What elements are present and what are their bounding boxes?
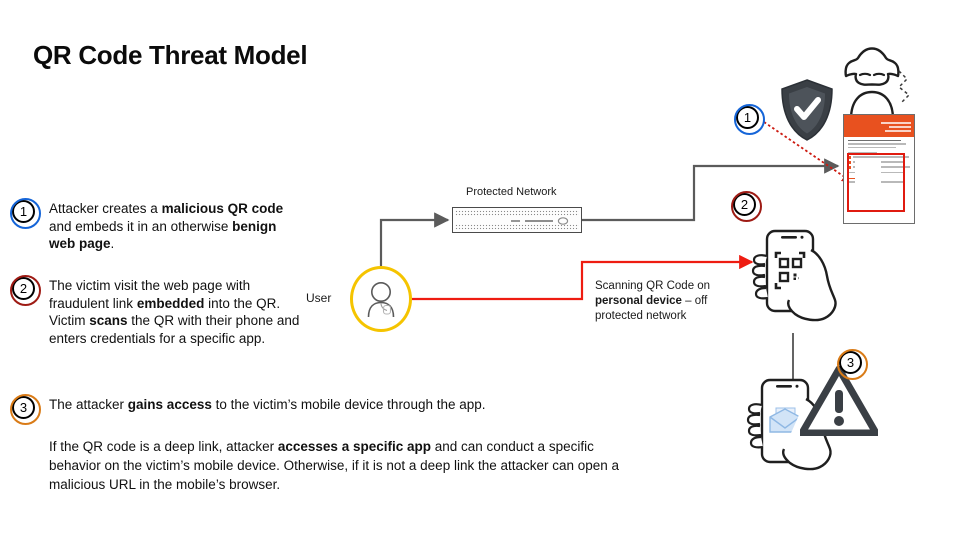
step-text-1: Attacker creates a malicious QR code and… (49, 201, 284, 251)
user-person-icon (367, 282, 395, 318)
qr-code-icon[interactable] (855, 159, 881, 185)
firewall-hatch-bottom (455, 224, 579, 230)
firewall-indicator-icon (511, 217, 569, 225)
hand-holding-phone-qr-scan-icon (745, 228, 857, 338)
step-item-1: 1 Attacker creates a malicious QR code a… (10, 198, 301, 253)
step-item-2: 2 The victim visit the web page with fra… (10, 275, 301, 347)
diagram-badge-1: 1 (734, 104, 765, 135)
step-badge-3: 3 (10, 394, 41, 425)
user-node[interactable] (350, 266, 412, 332)
user-label: User (306, 291, 332, 305)
page-title: QR Code Threat Model (33, 40, 308, 70)
connector-user-to-phone-red (412, 254, 754, 301)
step-badge-2: 2 (10, 275, 41, 306)
warning-triangle-icon (798, 365, 880, 437)
connector-user-to-firewall (379, 212, 450, 266)
step-text-2: The victim visit the web page with fraud… (49, 278, 300, 346)
step-text-3: The attacker gains access to the victim’… (49, 397, 486, 412)
firewall-device[interactable] (452, 207, 582, 233)
step-item-3: 3 The attacker gains access to the victi… (10, 394, 486, 425)
connector-firewall-to-webpage (582, 158, 840, 222)
hacker-icon (827, 45, 927, 122)
shield-check-icon (779, 78, 835, 142)
qr-highlight-box (847, 153, 905, 212)
firewall-label: Protected Network (466, 186, 557, 198)
closing-paragraph: If the QR code is a deep link, attacker … (49, 439, 620, 492)
diagram-badge-2: 2 (731, 191, 762, 222)
qr-code-icon[interactable] (855, 186, 881, 212)
diagram-badge-3: 3 (837, 349, 868, 380)
firewall-hatch-top (455, 210, 579, 216)
webpage-banner (844, 115, 914, 137)
step-badge-1: 1 (10, 198, 41, 229)
scan-note: Scanning QR Code on personal device – of… (595, 280, 711, 322)
